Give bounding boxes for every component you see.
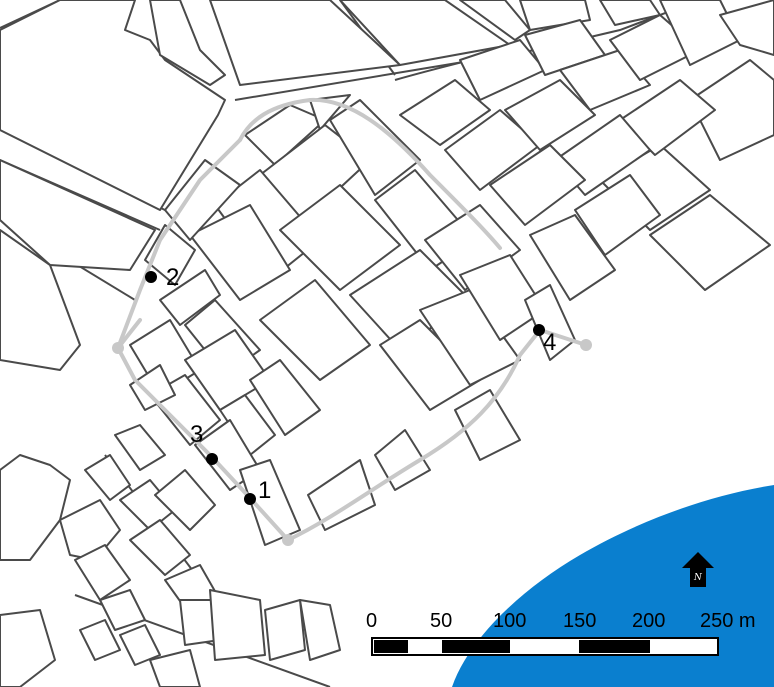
scale-label-50: 50 [430, 610, 452, 632]
marker-1-label: 1 [258, 477, 271, 504]
scale-label-100: 100 [493, 610, 526, 632]
marker-2[interactable]: 2 [145, 264, 179, 291]
scale-label-0: 0 [366, 610, 377, 632]
scale-label-250: 250 m [700, 610, 756, 632]
water-body [452, 485, 774, 687]
scale-label-200: 200 [632, 610, 665, 632]
scale-bar: 0 50 100 150 200 250 m [366, 610, 756, 656]
marker-1[interactable]: 1 [244, 477, 271, 505]
marker-4-label: 4 [543, 329, 556, 356]
route-node [580, 339, 592, 351]
marker-2-label: 2 [166, 264, 179, 291]
marker-4[interactable]: 4 [533, 324, 556, 356]
route-line [116, 138, 588, 542]
scale-label-150: 150 [563, 610, 596, 632]
marker-3-label: 3 [190, 421, 203, 448]
route-line-north [238, 97, 502, 250]
marker-3[interactable]: 3 [190, 421, 218, 465]
north-arrow-icon: N [682, 552, 714, 587]
north-letter: N [693, 573, 703, 583]
route-node [112, 342, 124, 354]
route-node [282, 534, 294, 546]
